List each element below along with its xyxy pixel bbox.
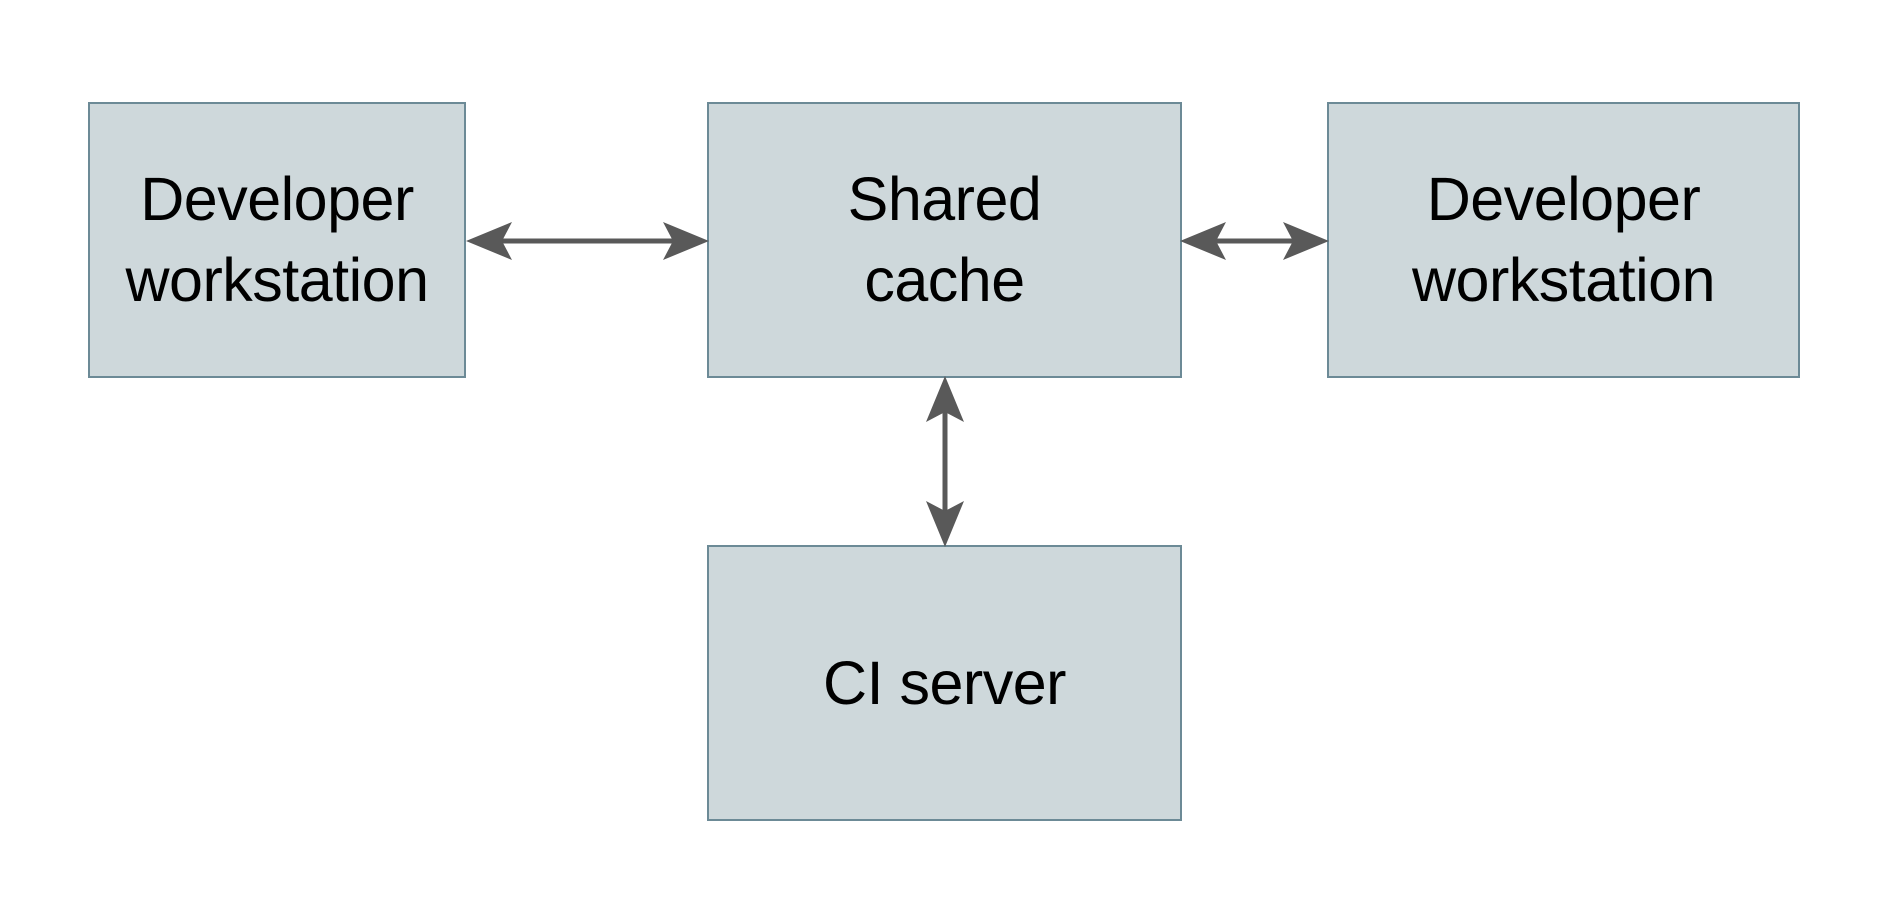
connector-shared-cache-to-dev-right-bidirectional-arrow-icon[interactable] <box>1180 210 1329 272</box>
connector-shared-cache-to-ci-server-bidirectional-arrow-icon[interactable] <box>914 376 976 547</box>
node-ci-server[interactable]: CI server <box>707 545 1182 821</box>
connector-dev-left-to-shared-cache-bidirectional-arrow-icon[interactable] <box>466 210 709 272</box>
node-developer-workstation-left[interactable]: Developer workstation <box>88 102 466 378</box>
node-label-developer-workstation-right: Developer workstation <box>1411 165 1716 314</box>
node-label-shared-cache: Shared cache <box>847 165 1042 314</box>
node-developer-workstation-right[interactable]: Developer workstation <box>1327 102 1800 378</box>
node-shared-cache[interactable]: Shared cache <box>707 102 1182 378</box>
node-label-ci-server: CI server <box>823 648 1066 717</box>
node-label-developer-workstation-left: Developer workstation <box>125 165 429 314</box>
